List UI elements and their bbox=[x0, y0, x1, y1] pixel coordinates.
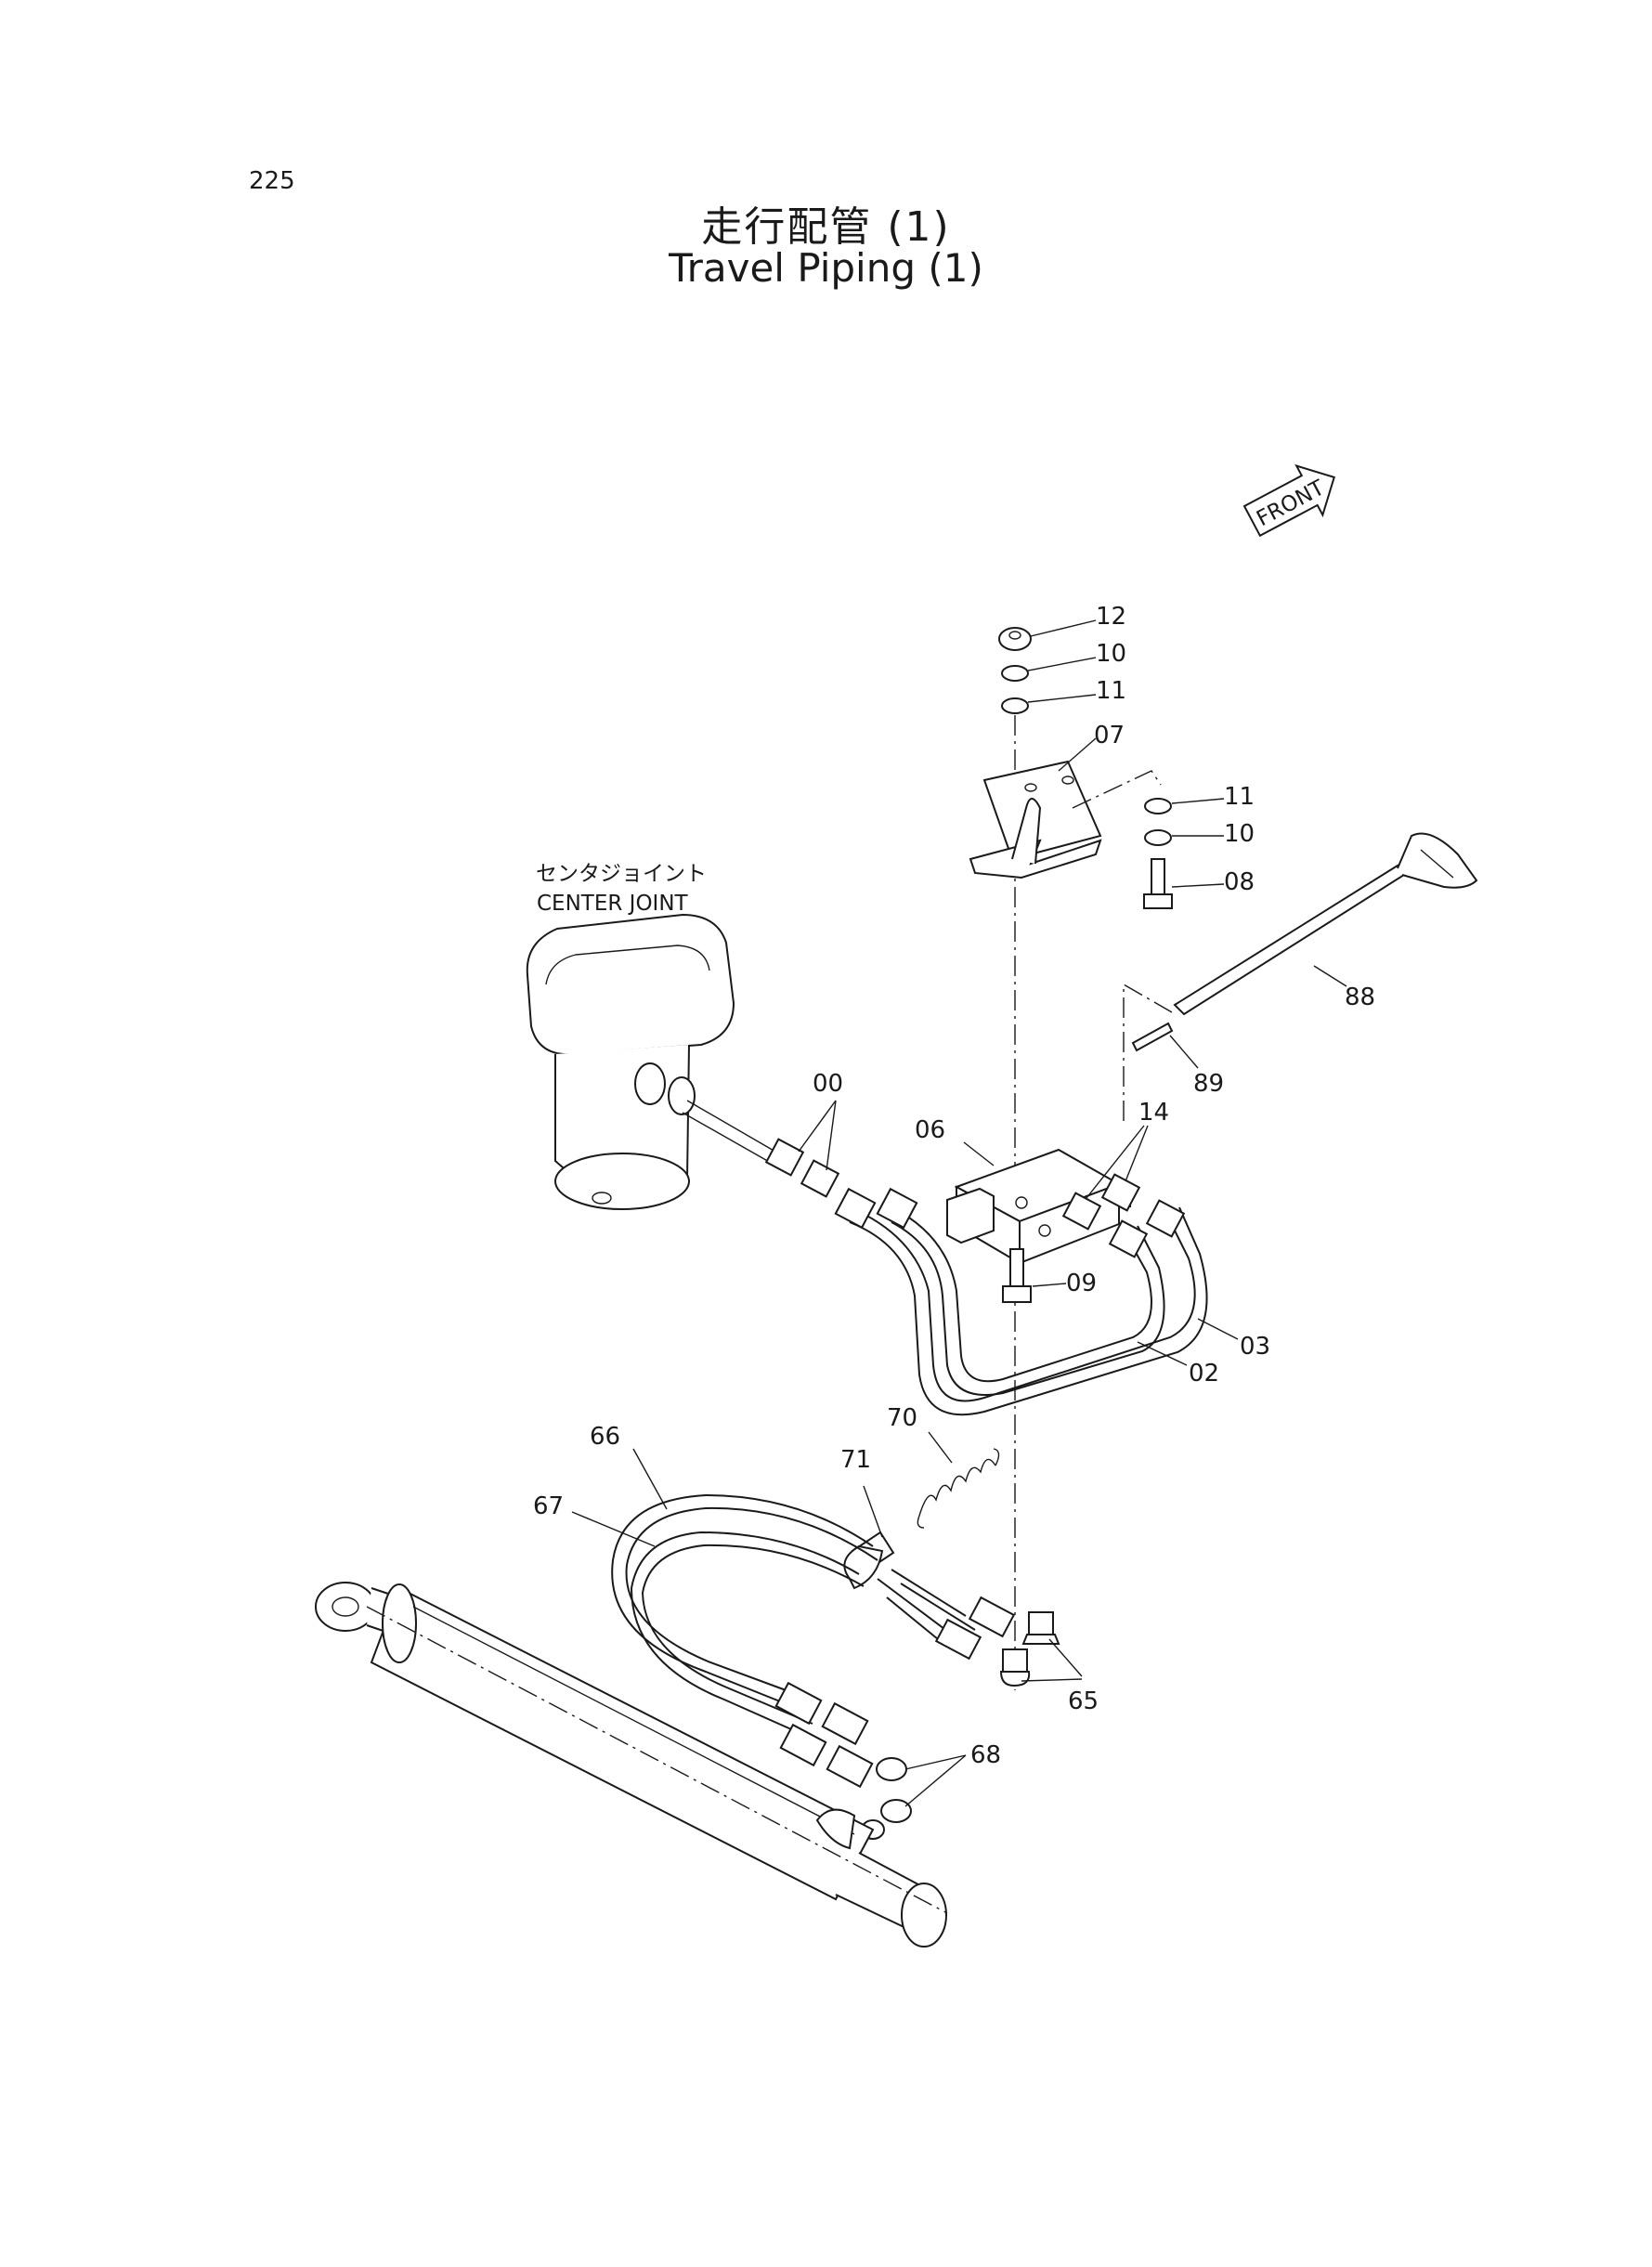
lock-washer-10b bbox=[1144, 829, 1172, 846]
hose-66-67 bbox=[611, 1493, 976, 1738]
callout-07: 07 bbox=[1094, 722, 1125, 749]
callout-67: 67 bbox=[533, 1492, 564, 1520]
fitting-00 bbox=[764, 1138, 840, 1198]
bracket-07 bbox=[969, 760, 1102, 879]
fittings-68 bbox=[774, 1681, 912, 1840]
callout-89: 89 bbox=[1193, 1070, 1224, 1098]
callout-11b: 11 bbox=[1224, 783, 1255, 811]
callout-08: 08 bbox=[1224, 868, 1255, 896]
center-joint bbox=[526, 913, 735, 1210]
callout-66: 66 bbox=[590, 1423, 620, 1451]
callout-11a: 11 bbox=[1096, 677, 1126, 705]
bolt-09 bbox=[1002, 1248, 1032, 1303]
callout-02: 02 bbox=[1189, 1360, 1219, 1388]
callout-06: 06 bbox=[915, 1116, 945, 1144]
lever-88 bbox=[1173, 832, 1478, 1016]
callout-10b: 10 bbox=[1224, 820, 1255, 848]
callout-70: 70 bbox=[887, 1404, 917, 1432]
nut-12 bbox=[998, 627, 1032, 651]
callout-71: 71 bbox=[840, 1446, 871, 1474]
travel-cylinder bbox=[315, 1582, 947, 1948]
callout-65: 65 bbox=[1068, 1687, 1099, 1715]
front-arrow-icon: FRONT bbox=[1242, 463, 1335, 538]
callout-14: 14 bbox=[1138, 1099, 1169, 1127]
callout-68: 68 bbox=[970, 1741, 1001, 1769]
title-english: Travel Piping (1) bbox=[669, 245, 983, 291]
center-joint-label-jp: センタジョイント bbox=[536, 862, 707, 886]
center-joint-label-en: CENTER JOINT bbox=[537, 892, 689, 916]
page-number: 225 bbox=[249, 167, 295, 195]
title-japanese: 走行配管 (1) bbox=[701, 203, 951, 251]
pin-89 bbox=[1131, 1022, 1174, 1052]
callout-10a: 10 bbox=[1096, 640, 1126, 668]
lock-washer-10a bbox=[1001, 665, 1029, 682]
bolt-08 bbox=[1143, 858, 1173, 909]
spring-70 bbox=[917, 1448, 1000, 1529]
callout-09: 09 bbox=[1066, 1270, 1097, 1297]
callout-00: 00 bbox=[813, 1070, 843, 1098]
washer-11b bbox=[1144, 798, 1172, 814]
fittings-14 bbox=[1061, 1173, 1186, 1258]
hose-02-03 bbox=[834, 1187, 1208, 1416]
callout-03: 03 bbox=[1240, 1333, 1270, 1361]
valve-block-06 bbox=[946, 1148, 1131, 1265]
callout-12: 12 bbox=[1096, 603, 1126, 631]
fittings-65 bbox=[934, 1596, 1060, 1687]
callout-88: 88 bbox=[1345, 984, 1375, 1011]
washer-11a bbox=[1001, 697, 1029, 714]
